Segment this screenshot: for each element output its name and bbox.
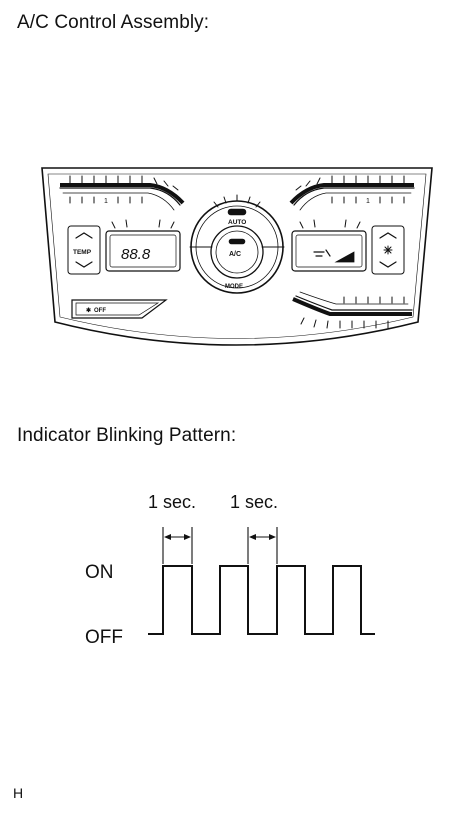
ac-control-panel: 1 1 TEMP (41, 167, 433, 346)
left-scale-digit: 1 (104, 198, 108, 205)
temp-control: TEMP (67, 225, 101, 275)
fan-control (371, 225, 405, 275)
interval-label-1: 1 sec. (148, 492, 196, 512)
assembly-heading: A/C Control Assembly: (17, 12, 210, 33)
ac-label: A/C (229, 251, 241, 258)
footer-label: H (13, 785, 24, 801)
svg-text:✱: ✱ (86, 307, 91, 314)
temp-display-value: 88.8 (121, 246, 151, 263)
temp-label: TEMP (73, 249, 92, 256)
interval-arrowheads (164, 534, 276, 540)
off-label: OFF (94, 308, 106, 314)
temp-display: 88.8 (105, 219, 181, 272)
mode-label: MODE (225, 284, 243, 290)
pattern-heading: Indicator Blinking Pattern: (17, 425, 237, 446)
off-button: ✱ OFF (71, 299, 168, 319)
blink-waveform (148, 565, 375, 635)
auto-indicator (227, 208, 247, 216)
fan-display (291, 219, 367, 272)
airflow-icon (313, 249, 331, 257)
fan-level-icon (334, 251, 355, 263)
blink-timing-diagram: 1 sec. 1 sec. ON OFF (85, 492, 375, 648)
interval-markers (162, 527, 278, 564)
off-level-label: OFF (85, 627, 123, 648)
auto-label: AUTO (228, 219, 246, 226)
on-label: ON (85, 562, 114, 583)
fan-icon (383, 245, 393, 255)
square-wave (148, 566, 277, 634)
interval-label-2: 1 sec. (230, 492, 278, 512)
lower-right-scale (292, 291, 413, 329)
ac-indicator (228, 238, 246, 245)
right-fan-scale: 1 (289, 175, 415, 211)
left-temp-scale: 1 (59, 175, 185, 211)
mode-dial: AUTO A/C MODE (189, 194, 285, 294)
right-scale-digit: 1 (366, 198, 370, 205)
